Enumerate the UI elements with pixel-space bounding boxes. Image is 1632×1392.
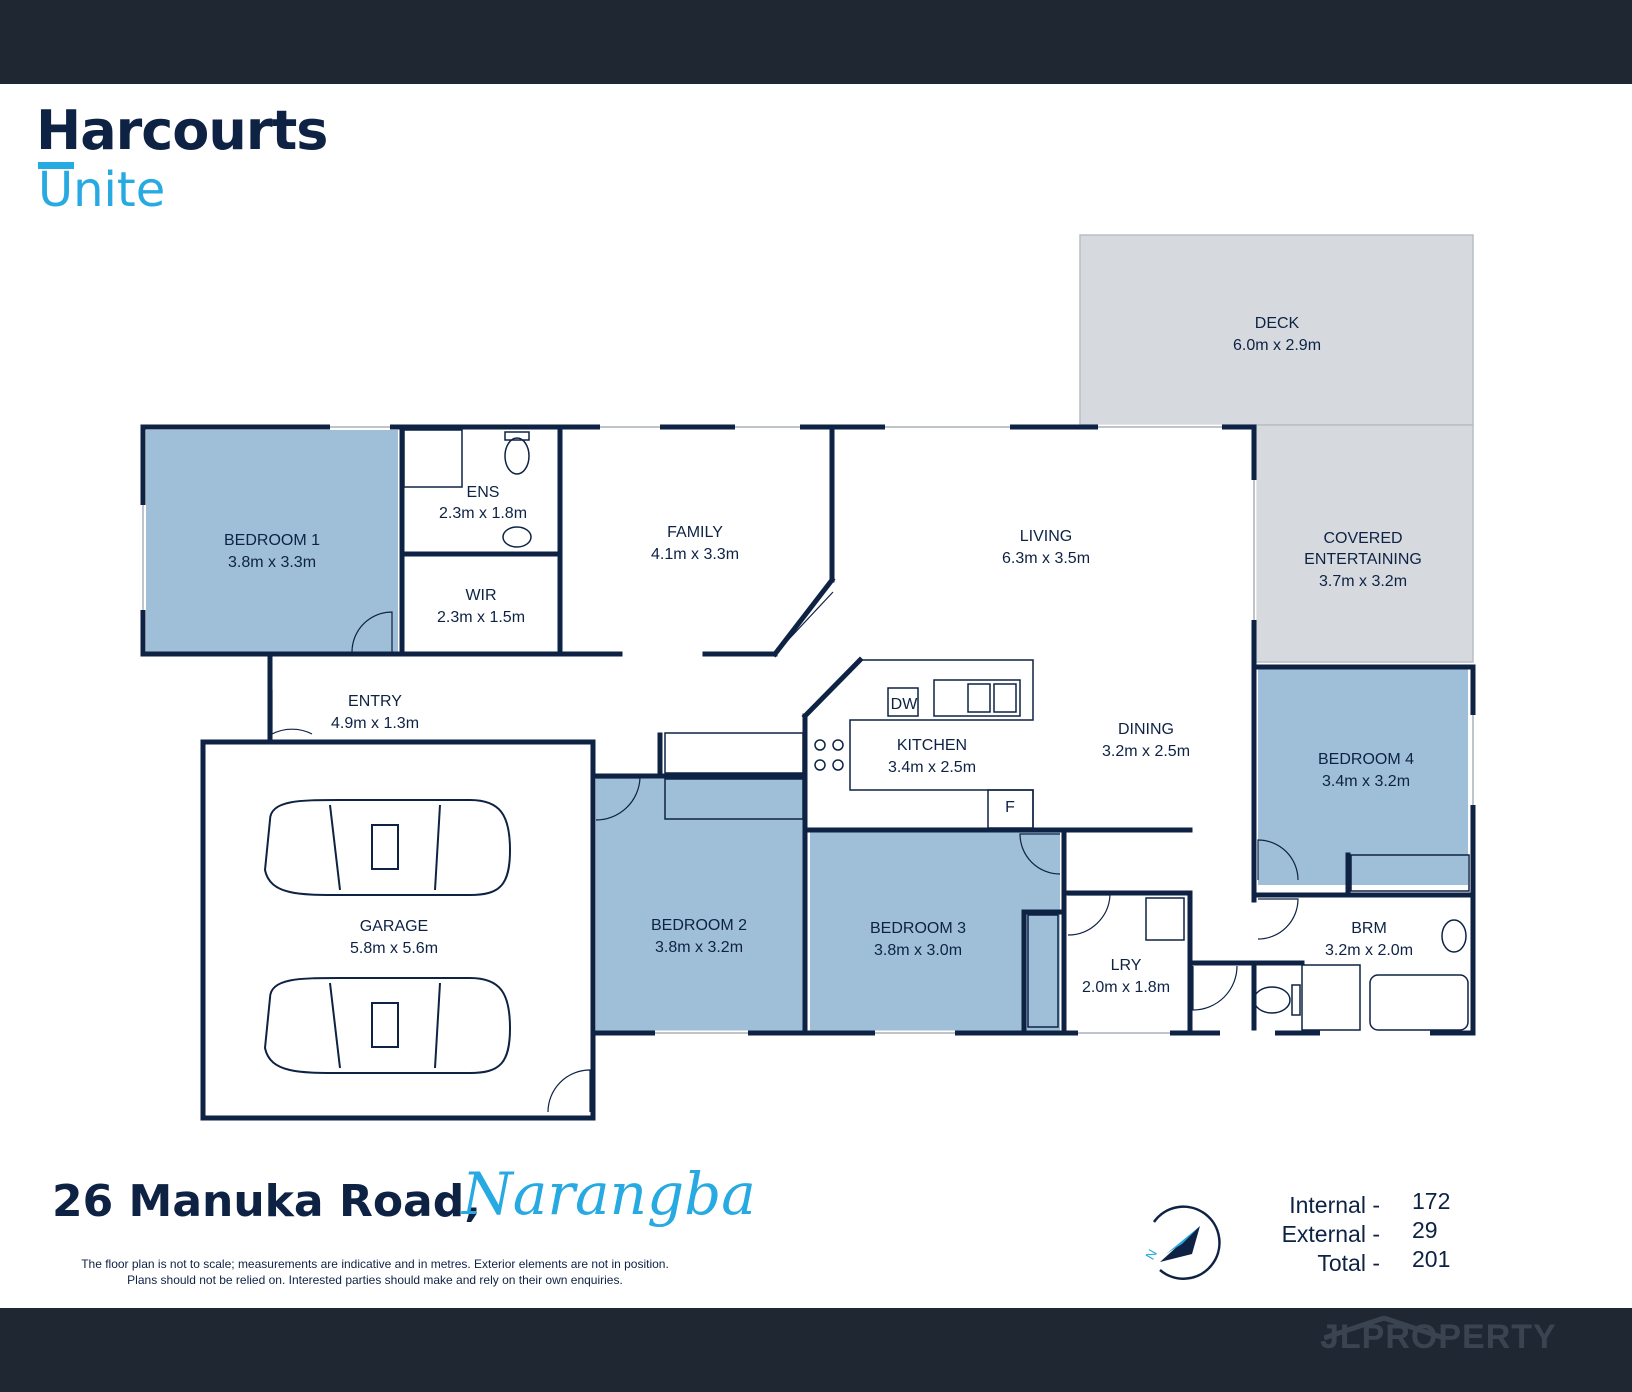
- brm-name: BRM: [1351, 920, 1387, 937]
- window-lines: [142, 426, 1474, 1034]
- wir-size: 2.3m x 1.5m: [437, 609, 525, 626]
- doors: [271, 591, 1299, 1113]
- car-icon: [263, 977, 512, 1074]
- family-size: 4.1m x 3.3m: [651, 546, 739, 563]
- entry-size: 4.9m x 1.3m: [331, 715, 419, 732]
- lry-size: 2.0m x 1.8m: [1082, 979, 1170, 996]
- disclaimer: The floor plan is not to scale; measurem…: [40, 1256, 710, 1288]
- watermark-text: JLPROPERTY: [1320, 1318, 1557, 1356]
- bedroom-1-name: BEDROOM 1: [224, 532, 320, 549]
- bedroom-4-area: [1258, 668, 1468, 885]
- family-name: FAMILY: [667, 524, 723, 541]
- disclaimer-line-1: The floor plan is not to scale; measurem…: [81, 1257, 669, 1271]
- kitchen-dw: DW: [891, 696, 919, 713]
- car-icon: [263, 799, 512, 896]
- brm-size: 3.2m x 2.0m: [1325, 942, 1413, 959]
- fixtures: [403, 429, 1470, 1031]
- deck-area: [1079, 234, 1474, 426]
- area-row-internal: Internal - 172: [1270, 1188, 1470, 1218]
- garage-name: GARAGE: [360, 918, 428, 935]
- top-bar: [0, 0, 1632, 84]
- entry-name: ENTRY: [348, 693, 402, 710]
- area-value: 29: [1412, 1217, 1438, 1243]
- covered-name-2: ENTERTAINING: [1304, 551, 1422, 568]
- garage-size: 5.8m x 5.6m: [350, 940, 438, 957]
- covered-entertaining-area: [1255, 424, 1474, 663]
- brand-underline: [38, 162, 74, 169]
- address-street: 26 Manuka Road,: [52, 1176, 481, 1227]
- kitchen-fridge: F: [1005, 799, 1015, 816]
- bedroom-4-size: 3.4m x 3.2m: [1322, 773, 1410, 790]
- kitchen-name: KITCHEN: [897, 737, 967, 754]
- compass-north-letter: N: [1142, 1247, 1160, 1263]
- bedroom-2-name: BEDROOM 2: [651, 917, 747, 934]
- brand-name: Harcourts: [36, 99, 328, 162]
- ens-name: ENS: [467, 484, 500, 501]
- deck-size: 6.0m x 2.9m: [1233, 337, 1321, 354]
- brand-sub: Unite: [38, 162, 166, 218]
- bedroom-3-name: BEDROOM 3: [870, 920, 966, 937]
- kitchen-size: 3.4m x 2.5m: [888, 759, 976, 776]
- compass-north-arrow-icon: N: [1142, 1205, 1221, 1280]
- ens-size: 2.3m x 1.8m: [439, 505, 527, 522]
- house-roof-icon: [1324, 1316, 1444, 1340]
- disclaimer-line-2: Plans should not be relied on. Intereste…: [127, 1273, 623, 1287]
- dining-size: 3.2m x 2.5m: [1102, 743, 1190, 760]
- bedroom-3-size: 3.8m x 3.0m: [874, 942, 962, 959]
- area-value: 201: [1412, 1246, 1451, 1272]
- area-label: Internal -: [1289, 1192, 1380, 1218]
- brand-logo: Harcourts Unite: [36, 99, 328, 219]
- dining-name: DINING: [1118, 721, 1174, 738]
- lry-name: LRY: [1111, 957, 1142, 974]
- bedroom-1-size: 3.8m x 3.3m: [228, 554, 316, 571]
- covered-size: 3.7m x 3.2m: [1319, 573, 1407, 590]
- bedroom-3-area: [810, 832, 1060, 1031]
- area-label: Total -: [1317, 1250, 1380, 1276]
- covered-name-1: COVERED: [1323, 530, 1402, 547]
- bedroom-1-area: [146, 430, 398, 652]
- living-name: LIVING: [1020, 528, 1072, 545]
- deck-name: DECK: [1255, 315, 1300, 332]
- bedroom-4-name: BEDROOM 4: [1318, 751, 1414, 768]
- address-suburb: Narangba: [462, 1160, 756, 1228]
- area-summary: Internal - 172 External - 29 Total - 201: [1270, 1188, 1470, 1276]
- area-value: 172: [1412, 1188, 1451, 1214]
- bedroom-2-area: [596, 776, 806, 1031]
- bedroom-2-size: 3.8m x 3.2m: [655, 939, 743, 956]
- area-label: External -: [1281, 1221, 1380, 1247]
- living-size: 6.3m x 3.5m: [1002, 550, 1090, 567]
- bottom-bar: [0, 1308, 1632, 1392]
- area-row-total: Total - 201: [1270, 1246, 1470, 1276]
- wir-name: WIR: [465, 587, 496, 604]
- area-row-external: External - 29: [1270, 1217, 1470, 1247]
